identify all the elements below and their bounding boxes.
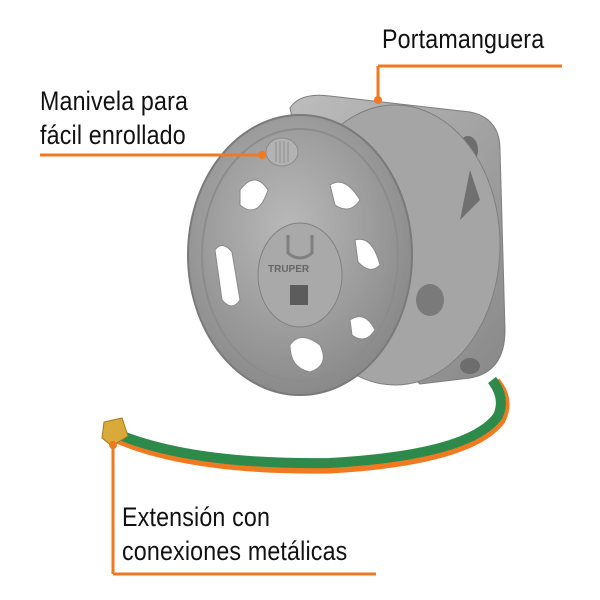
hose: [113, 376, 506, 469]
brass-fitting: [101, 417, 129, 447]
callout-hose-line1: Extensión con: [122, 502, 271, 532]
callout-lines: [40, 64, 562, 576]
callout-crank-line2: fácil enrollado: [40, 120, 186, 150]
callout-portamanguera: Portamanguera: [382, 24, 545, 54]
callout-hose-line2: conexiones metálicas: [122, 536, 348, 566]
svg-text:TRUPER: TRUPER: [268, 264, 310, 275]
callout-crank-line1: Manivela para: [40, 86, 189, 116]
crank-handle: [265, 137, 299, 167]
reel-hub: [257, 222, 343, 328]
